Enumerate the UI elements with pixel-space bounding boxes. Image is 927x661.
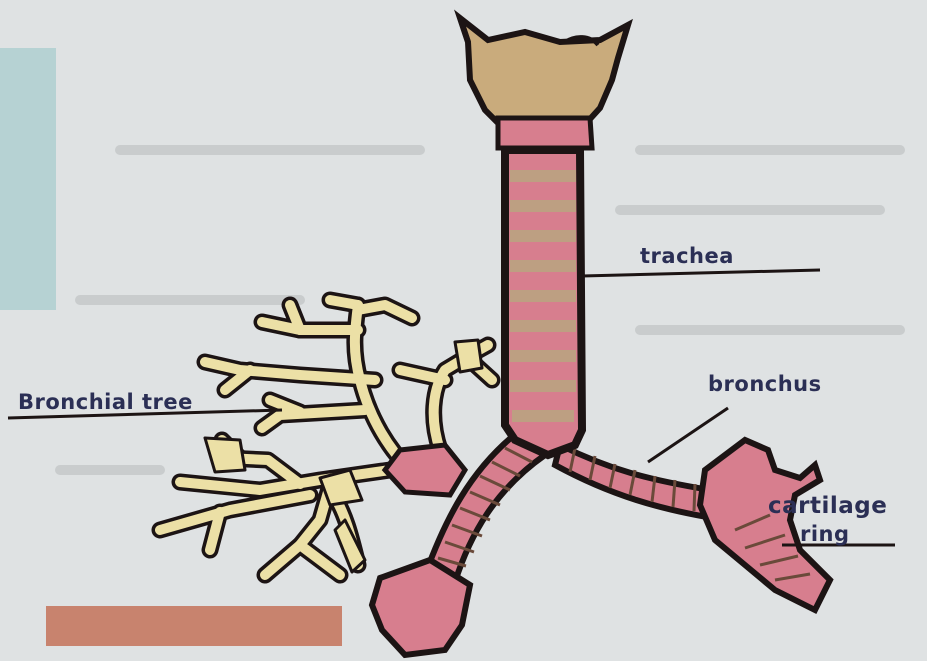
orange-swatch: [46, 606, 342, 646]
label-bronchus: bronchus: [708, 372, 822, 396]
label-bronchial-tree: Bronchial tree: [18, 390, 193, 414]
trachea-tube: [505, 150, 582, 455]
right-bronchus: [555, 440, 830, 610]
larynx: [460, 18, 628, 148]
background-text-lines: [60, 150, 900, 470]
label-ring: ring: [800, 522, 850, 546]
left-bronchus: [372, 432, 545, 655]
trachea-leader: [582, 270, 820, 276]
label-cartilage: cartilage: [768, 493, 887, 519]
bronchus-leader: [648, 408, 728, 462]
label-trachea: trachea: [640, 244, 734, 268]
